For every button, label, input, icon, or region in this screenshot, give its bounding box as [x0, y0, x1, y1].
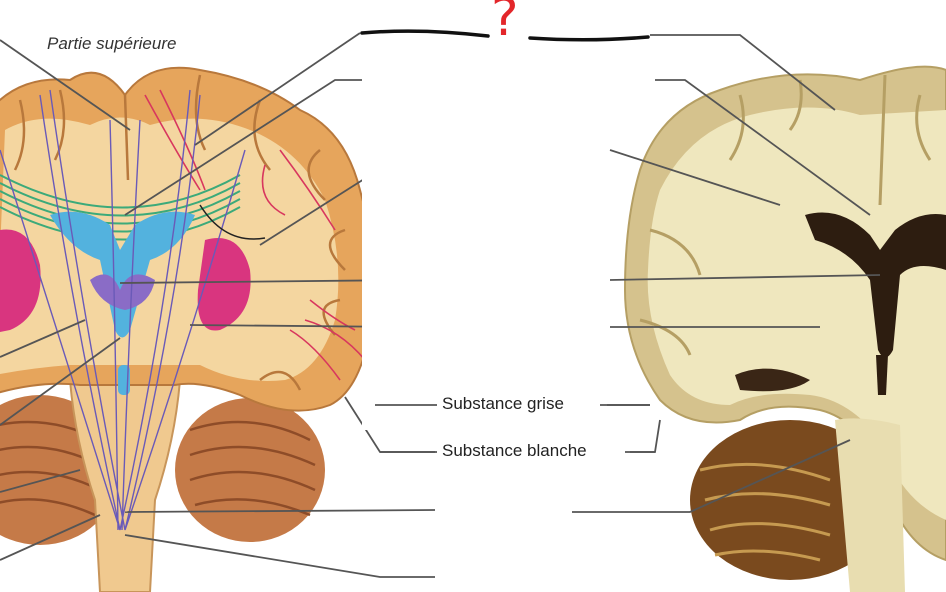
leader-line-1-right — [650, 34, 836, 111]
handwritten-stroke-right — [528, 35, 650, 42]
leader-line-1-left — [0, 39, 131, 131]
photo-white-matter — [647, 107, 946, 520]
illustrated-coronal-section — [0, 66, 375, 592]
leader-line-bottom-right — [570, 439, 851, 513]
label-mask-column — [362, 60, 607, 430]
leader-line-2-left — [194, 32, 361, 146]
leader-line-9-left — [0, 469, 81, 493]
top-part-label: Partie supérieure — [47, 34, 177, 53]
photo-third-ventricle — [876, 355, 888, 395]
leader-line-4-right — [609, 274, 881, 281]
photo-lateral-ventricles — [805, 212, 946, 358]
leader-line-10-left — [0, 514, 101, 561]
leader-line-12-left — [124, 534, 435, 578]
illustration-internal-capsule-mark — [199, 204, 266, 240]
photo-temporal-horn — [735, 368, 810, 392]
illustration-basal-ganglia-right — [197, 238, 251, 331]
label-mask-top — [362, 74, 652, 114]
label-mask-bottom — [437, 493, 572, 588]
illustration-cerebellum-folia — [0, 420, 316, 517]
leader-line-3-right — [609, 149, 781, 206]
leader-lines — [0, 32, 881, 578]
leader-line-3-left — [124, 79, 365, 216]
illustration-projection-fibers — [0, 89, 246, 531]
white-matter-label: Substance blanche — [442, 441, 587, 460]
handwritten-stroke-left — [360, 29, 490, 38]
leader-line-7-left — [0, 319, 86, 358]
photo-sulci — [639, 74, 932, 356]
leader-line-11-left — [124, 509, 436, 513]
gray-matter-label: Substance grise — [442, 394, 564, 413]
question-mark-annotation: ? — [491, 0, 519, 48]
photo-coronal-section — [623, 65, 946, 592]
illustration-cerebellum-right — [175, 398, 325, 542]
illustration-lateral-ventricles — [50, 211, 195, 338]
leader-line-5-left — [119, 279, 411, 284]
leader-line-white-right — [630, 419, 661, 453]
leader-line-2-right — [655, 79, 871, 216]
photo-brainstem — [835, 418, 905, 592]
photo-cerebellum-folia — [699, 462, 831, 562]
illustration-corpus-callosum — [0, 174, 241, 241]
leader-line-8-left — [0, 337, 121, 426]
illustration-basal-ganglia-left — [0, 229, 41, 332]
illustration-red-fibers — [144, 89, 366, 381]
